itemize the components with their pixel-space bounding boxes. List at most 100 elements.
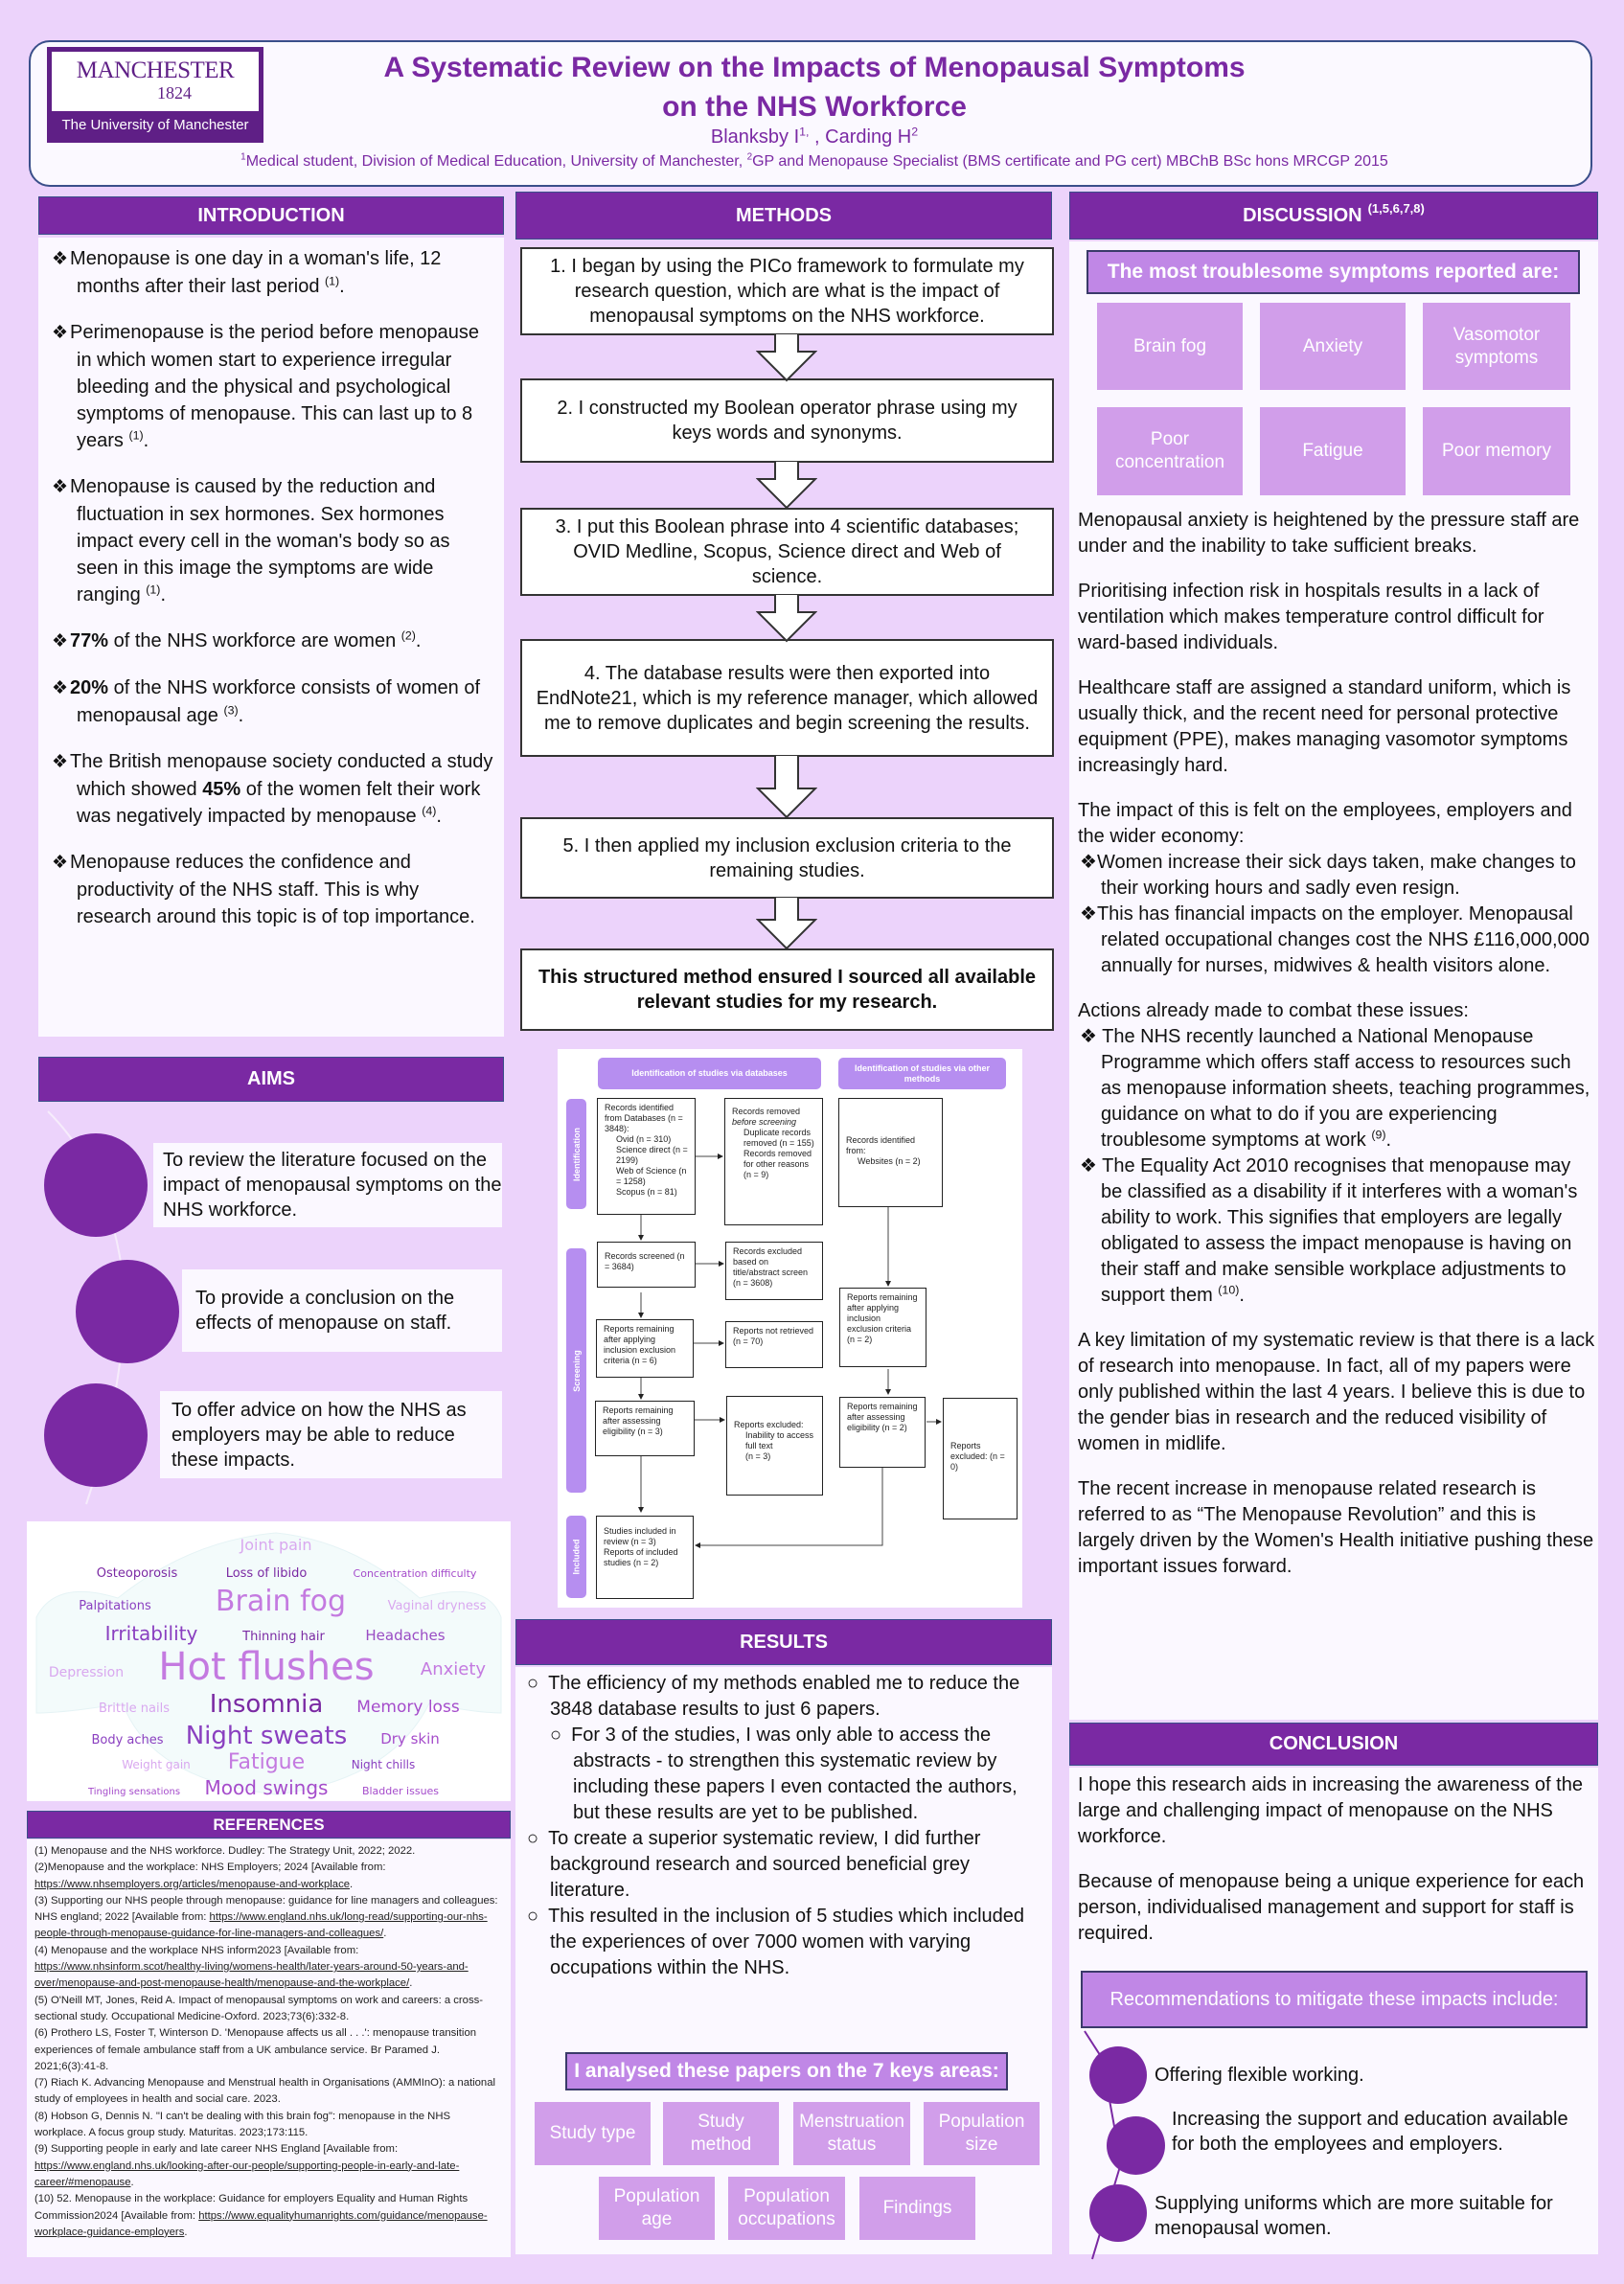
aims-heading: AIMS <box>38 1057 504 1102</box>
discussion-paragraph: The impact of this is felt on the employ… <box>1078 800 1572 847</box>
box-other-excluded: Reports excluded: (n = 0) <box>943 1398 1018 1519</box>
introduction-panel: ❖ Menopause is one day in a woman's life,… <box>38 238 504 1037</box>
author-1: Blanksby I <box>710 126 800 148</box>
actions-section: Actions already made to combat these iss… <box>1078 998 1595 1309</box>
method-step-1: 1. I began by using the PICo framework t… <box>520 247 1054 335</box>
word-cloud-word: Night chills <box>352 1758 416 1771</box>
reference-item: (1) Menopause and the NHS workforce. Dud… <box>34 1843 503 1860</box>
prisma-header-other: Identification of studies via other meth… <box>838 1058 1006 1089</box>
box-line: Ovid (n = 310) <box>616 1134 672 1144</box>
bullet-icon: ❖ <box>52 853 69 873</box>
results-panel: ○The efficiency of my methods enabled me… <box>515 1667 1052 2254</box>
down-arrow-icon <box>756 898 817 950</box>
reference-item: (4) Menopause and the workplace NHS info… <box>34 1944 469 1990</box>
box-title: Reports excluded: <box>734 1420 804 1429</box>
heading-refs: (1,5,6,7,8) <box>1367 201 1425 216</box>
box-title: Records identified from Databases (n = 3… <box>605 1103 683 1133</box>
box-not-retrieved: Reports not retrieved (n = 70) <box>725 1321 823 1368</box>
reference-link[interactable]: https://www.equalityhumanrights.com/guid… <box>34 2209 488 2238</box>
word-cloud-word: Headaches <box>365 1627 445 1644</box>
reference-text: (2)Menopause and the workplace: NHS Empl… <box>34 1861 386 1874</box>
box-websites: Records identified from: Websites (n = 2… <box>838 1098 943 1207</box>
impact-item: ❖This has financial impacts on the emplo… <box>1080 903 1590 976</box>
logo-wordmark: MANCHESTER <box>76 57 235 83</box>
box-line: Records removed for other reasons (n = 9… <box>743 1149 812 1179</box>
key-area-tile: Population size <box>924 2102 1040 2165</box>
action-item: ❖ The NHS recently launched a National M… <box>1080 1026 1590 1151</box>
intro-ref: (1) <box>325 274 340 288</box>
key-areas-banner: I analysed these papers on the 7 keys ar… <box>565 2052 1008 2090</box>
intro-ref: (1) <box>128 428 144 443</box>
word-cloud-word: Body aches <box>91 1733 163 1747</box>
references-list: (1) Menopause and the NHS workforce. Dud… <box>27 1839 511 2257</box>
word-cloud-word: Bladder issues <box>362 1785 439 1797</box>
bullet-icon: ❖ <box>52 477 69 497</box>
affil-2: GP and Menopause Specialist (BMS certifi… <box>752 153 1388 170</box>
key-area-tile: Findings <box>859 2177 975 2240</box>
box-other-remaining-eligibility: Reports remaining after assessing eligib… <box>839 1397 926 1468</box>
method-step-4: 4. The database results were then export… <box>520 639 1054 757</box>
word-cloud-word: Night sweats <box>186 1722 348 1750</box>
references-heading: REFERENCES <box>27 1811 511 1839</box>
intro-bullet: ❖77% of the NHS workforce are women (2). <box>50 628 494 655</box>
result-item: ○To create a superior systematic review,… <box>523 1826 1046 1904</box>
symptoms-banner: The most troublesome symptoms reported a… <box>1086 250 1580 294</box>
reference-text: (9) Supporting people in early and late … <box>34 2143 399 2156</box>
reference-link[interactable]: https://www.england.nhs.uk/looking-after… <box>34 2159 460 2188</box>
word-cloud-word: Osteoporosis <box>97 1566 178 1581</box>
intro-stat: 20% <box>70 677 109 698</box>
intro-text: Menopause is one day in a woman's life, … <box>70 248 442 297</box>
intro-text: Menopause reduces the confidence and pro… <box>70 852 475 927</box>
box-line: Reports of included studies (n = 2) <box>604 1547 678 1567</box>
discussion-paragraph: The recent increase in menopause related… <box>1078 1478 1594 1577</box>
down-arrow-icon <box>756 595 817 643</box>
recommendation-circle-icon <box>1089 2184 1147 2242</box>
logo-university: The University of Manchester <box>61 117 249 133</box>
recommendation-item: Increasing the support and education ava… <box>1172 2109 1568 2155</box>
affil-sup-1: 1 <box>240 151 246 163</box>
key-area-tile: Study method <box>663 2102 779 2165</box>
reference-item: (9) Supporting people in early and late … <box>34 2143 460 2188</box>
intro-end: . <box>339 276 345 297</box>
word-cloud-word: Brittle nails <box>99 1702 170 1716</box>
aim-item: To review the literature focused on the … <box>153 1143 502 1227</box>
intro-bullet: ❖Perimenopause is the period before meno… <box>50 319 494 454</box>
method-step-5: 5. I then applied my inclusion exclusion… <box>520 817 1054 899</box>
symptom-tile: Vasomotor symptoms <box>1423 303 1570 390</box>
circle-bullet-icon: ○ <box>550 1724 562 1746</box>
word-cloud-word: Dry skin <box>380 1730 440 1747</box>
method-step-3: 3. I put this Boolean phrase into 4 scie… <box>520 508 1054 596</box>
logo-year: 1824 <box>157 83 192 103</box>
intro-end: . <box>143 430 149 451</box>
reference-link[interactable]: https://www.nhsinform.scot/healthy-livin… <box>34 1961 469 1990</box>
word-cloud-word: Insomnia <box>210 1690 324 1719</box>
intro-ref: (3) <box>223 703 239 718</box>
intro-bullet: ❖20% of the NHS workforce consists of wo… <box>50 674 494 729</box>
symptom-tile: Brain fog <box>1097 303 1243 390</box>
reference-text: (6) Prothero LS, Foster T, Winterson D. … <box>34 2027 477 2072</box>
conclusion-paragraph: Because of menopause being a unique expe… <box>1078 1871 1585 1944</box>
box-line: Scopus (n = 81) <box>616 1187 677 1197</box>
box-line: Studies included in review (n = 3) <box>604 1526 676 1546</box>
intro-bullet: ❖Menopause is caused by the reduction an… <box>50 473 494 608</box>
box-line: Websites (n = 2) <box>858 1156 921 1166</box>
box-remaining-eligibility: Reports remaining after assessing eligib… <box>595 1401 695 1456</box>
word-cloud-word: Depression <box>49 1665 124 1680</box>
intro-end: . <box>238 705 244 726</box>
stage-identification: Identification <box>566 1099 586 1209</box>
intro-text: of the NHS workforce are women <box>108 630 401 651</box>
circle-bullet-icon: ○ <box>527 1906 539 1927</box>
key-area-tile: Menstruation status <box>793 2102 910 2165</box>
box-line: Inability to access full text <box>745 1430 814 1450</box>
prisma-arrows <box>638 1153 942 1548</box>
reference-link[interactable]: https://www.nhsemployers.org/articles/me… <box>34 1878 351 1890</box>
box-reports-excluded: Reports excluded: Inability to access fu… <box>726 1396 823 1496</box>
conclusion-paragraph: I hope this research aids in increasing … <box>1078 1774 1583 1847</box>
intro-text: Perimenopause is the period before menop… <box>70 322 479 451</box>
intro-text: of the women felt their work was negativ… <box>77 779 481 827</box>
author-2-sup: 2 <box>911 125 919 139</box>
impact-text: Women increase their sick days taken, ma… <box>1096 852 1576 899</box>
reference-link[interactable]: https://www.england.nhs.uk/long-read/sup… <box>34 1911 488 1940</box>
methods-heading: METHODS <box>515 192 1052 240</box>
